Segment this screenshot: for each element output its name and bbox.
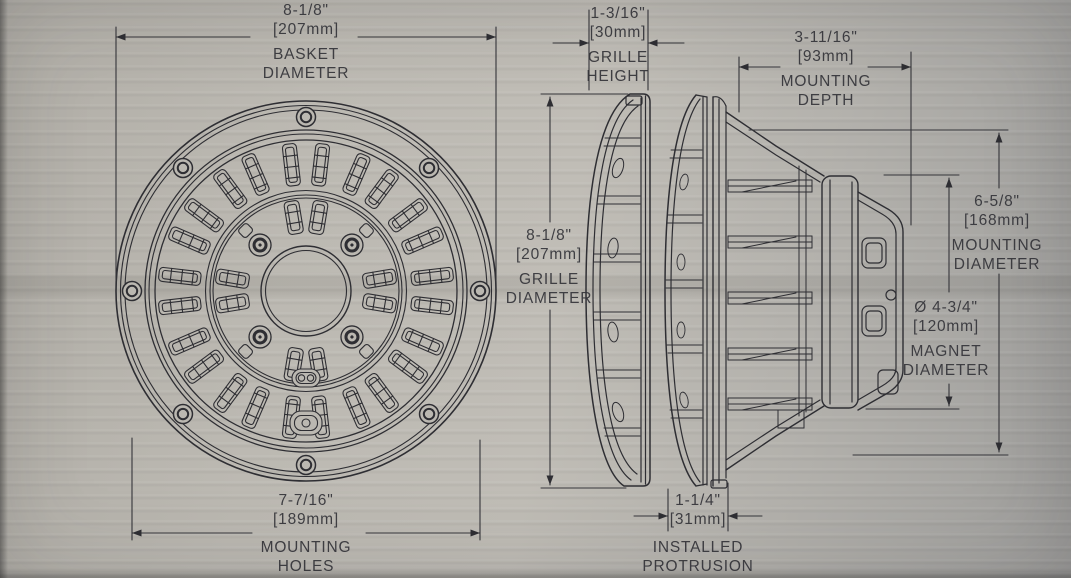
- metric-value: [120mm]: [913, 318, 979, 335]
- dim-lines-mounting-holes: [131, 437, 481, 541]
- imperial-value: 7-7/16": [278, 492, 334, 509]
- side-view-speaker-assembly: [664, 94, 904, 489]
- logo-emboss-outer: [289, 410, 323, 436]
- label-line: DIAMETER: [505, 290, 593, 307]
- metric-value: [168mm]: [964, 212, 1030, 229]
- label-line: GRILLE: [519, 271, 579, 288]
- dim-lines-mounting-diameter: [748, 129, 1009, 456]
- imperial-value: 6-5/8": [974, 193, 1020, 210]
- label-line: DEPTH: [797, 92, 855, 109]
- label-line: DIAMETER: [262, 65, 350, 82]
- label-line: DIAMETER: [953, 256, 1041, 273]
- dim-lines-magnet-diameter: [865, 174, 960, 410]
- imperial-value: 3-11/16": [794, 29, 858, 46]
- dim-lines-grille-diameter: [540, 93, 629, 489]
- dim-grille-height: 1-3/16" [30mm] GRILLE HEIGHT: [586, 4, 649, 86]
- metric-value: [207mm]: [273, 21, 339, 38]
- dim-installed-protrusion: 1-1/4" [31mm] INSTALLED PROTRUSION: [642, 491, 753, 576]
- dim-mounting-diameter: 6-5/8" [168mm] MOUNTING DIAMETER: [952, 192, 1043, 274]
- dim-mounting-holes: 7-7/16" [189mm] MOUNTING HOLES: [261, 491, 352, 576]
- imperial-value: 8-1/8": [283, 2, 329, 19]
- label-line: MOUNTING: [260, 539, 352, 556]
- dim-grille-diameter: 8-1/8" [207mm] GRILLE DIAMETER: [506, 226, 593, 308]
- label-line: HOLES: [277, 558, 335, 575]
- imperial-value: 1-1/4": [675, 492, 721, 509]
- magnet-clips: [861, 237, 899, 395]
- imperial-value: 1-3/16": [590, 5, 646, 22]
- side-view-grille-profile: [585, 93, 651, 487]
- label-line: HEIGHT: [586, 68, 650, 85]
- label-line: MOUNTING: [951, 237, 1043, 254]
- logo-emboss-inner: [291, 368, 321, 388]
- photo-bottom-edge-shadow: [0, 568, 1071, 578]
- imperial-value: Ø 4-3/4": [914, 299, 978, 316]
- dim-lines-basket-diameter: [115, 26, 497, 289]
- label-line: DIAMETER: [902, 362, 990, 379]
- dim-lines-installed-protrusion: [633, 482, 763, 532]
- label-line: MAGNET: [910, 343, 982, 360]
- photo-left-edge-shadow: [0, 0, 8, 578]
- label-line: PROTRUSION: [642, 558, 754, 575]
- label-line: GRILLE: [588, 49, 648, 66]
- dim-magnet-diameter: Ø 4-3/4" [120mm] MAGNET DIAMETER: [903, 298, 990, 380]
- grille-screw-holes: [242, 227, 370, 355]
- front-view-speaker-grille: [115, 100, 497, 482]
- label-line: INSTALLED: [652, 539, 744, 556]
- metric-value: [189mm]: [273, 511, 339, 528]
- label-line: MOUNTING: [780, 73, 872, 90]
- dim-lines-mounting-depth: [738, 51, 912, 226]
- metric-value: [30mm]: [589, 24, 647, 41]
- label-line: BASKET: [273, 46, 339, 63]
- metric-value: [93mm]: [797, 48, 855, 65]
- dim-lines-grille-height: [552, 9, 685, 91]
- imperial-value: 8-1/8": [526, 227, 572, 244]
- dim-mounting-depth: 3-11/16" [93mm] MOUNTING DEPTH: [781, 28, 872, 110]
- dim-basket-diameter: 8-1/8" [207mm] BASKET DIAMETER: [263, 1, 350, 83]
- metric-value: [31mm]: [669, 511, 727, 528]
- metric-value: [207mm]: [516, 246, 582, 263]
